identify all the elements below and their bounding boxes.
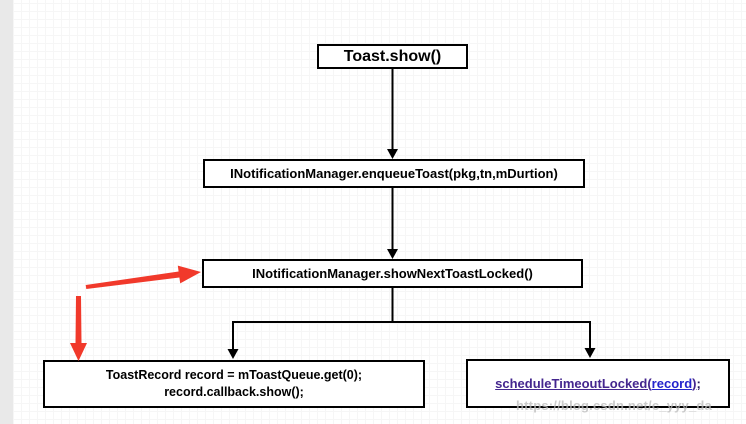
record-link[interactable]: record xyxy=(651,376,693,391)
node-schedule-timeout-locked: scheduleTimeoutLocked(record); xyxy=(466,359,730,408)
node-toast-show: Toast.show() xyxy=(317,44,468,69)
node-label-line1: ToastRecord record = mToastQueue.get(0); xyxy=(105,368,363,382)
canvas-left-gutter xyxy=(0,0,14,424)
node-label: INotificationManager.showNextToastLocked… xyxy=(252,266,533,281)
node-show-next-toast-locked: INotificationManager.showNextToastLocked… xyxy=(202,259,583,288)
close-paren: ) xyxy=(692,376,697,391)
node-label-line2: record.callback.show(); xyxy=(164,385,304,399)
node-toast-record: ToastRecord record = mToastQueue.get(0);… xyxy=(43,360,425,408)
grid-background xyxy=(13,0,746,424)
schedule-timeout-link[interactable]: scheduleTimeoutLocked( xyxy=(495,376,652,391)
node-enqueue-toast: INotificationManager.enqueueToast(pkg,tn… xyxy=(203,159,585,188)
semicolon: ; xyxy=(696,376,701,391)
node-label: Toast.show() xyxy=(343,47,442,65)
node-label: INotificationManager.enqueueToast(pkg,tn… xyxy=(230,166,558,181)
watermark: https://blog.csdn.net/c_yyy_da xyxy=(516,398,712,413)
